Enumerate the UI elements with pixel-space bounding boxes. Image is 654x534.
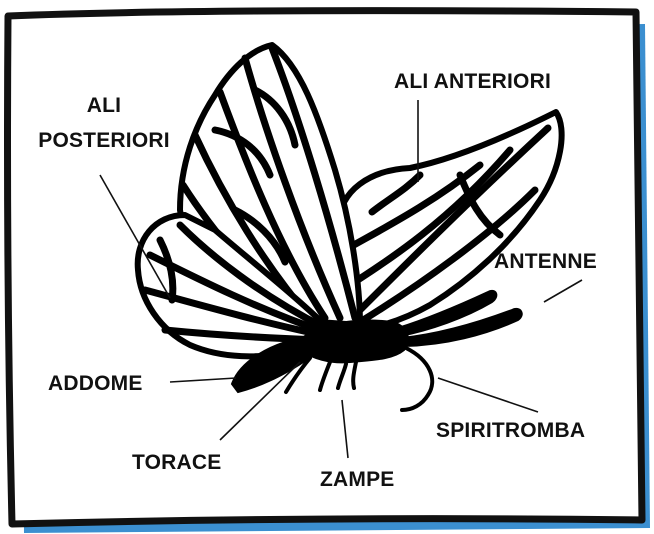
label-spiritromba: SPIRITROMBA <box>436 419 585 442</box>
label-ali-posteriori-line2: POSTERIORI <box>38 129 170 152</box>
label-addome: ADDOME <box>48 372 143 395</box>
label-torace: TORACE <box>132 451 222 474</box>
label-zampe: ZAMPE <box>320 468 395 491</box>
label-ali-posteriori-line1: ALI <box>87 94 121 117</box>
label-antenne: ANTENNE <box>494 250 597 273</box>
label-ali-anteriori: ALI ANTERIORI <box>394 70 551 93</box>
